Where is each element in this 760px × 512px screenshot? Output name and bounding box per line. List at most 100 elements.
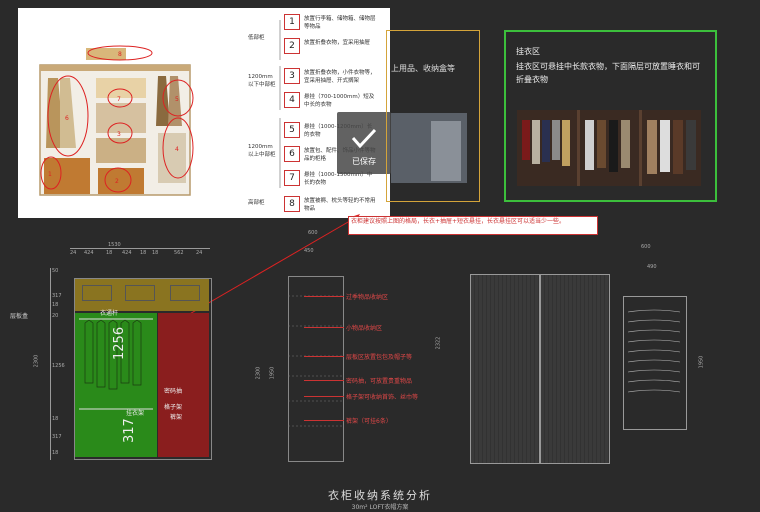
- item-description: 悬挂（700-1000mm）短及中长的衣物: [304, 94, 375, 108]
- label-317: 317: [122, 418, 137, 443]
- item-description: 悬挂（1000-1500mm）中长的衣物: [304, 172, 373, 186]
- storage-photo: [391, 113, 467, 183]
- side-annotation: 裤架（可挂6条）: [346, 418, 392, 425]
- door-right: [540, 274, 610, 464]
- item-description: 放置行李箱、储物箱、储物层等物品: [304, 16, 376, 30]
- front-elevation: 1530 24 424 18 424 18 18 562 24 衣通杆 1256…: [30, 238, 240, 474]
- height-dim: 50: [52, 268, 59, 274]
- width-dim: 18: [152, 250, 159, 256]
- marker-5: 5: [175, 96, 179, 103]
- marker-2: 2: [115, 178, 119, 185]
- label-drawer: 密码抽: [164, 388, 183, 395]
- wardrobe-reference-illustration: 8 6 7 5 3 4 1 2: [39, 20, 281, 196]
- plan-height: 1950: [698, 355, 705, 369]
- door-left: [470, 274, 540, 464]
- marker-3: 3: [117, 131, 121, 138]
- annotation-leader: [304, 396, 344, 397]
- label-hanger: 挂衣架: [126, 410, 145, 417]
- reference-diagram-panel: 8 6 7 5 3 4 1 2 低部柜 1200mm 以下中部柜 1200mm …: [18, 8, 390, 218]
- width-dim-row: 24 424 18 424 18 18 562 24: [70, 250, 210, 256]
- item-number-badge: 6: [284, 146, 300, 162]
- saved-toast: 已保存: [337, 112, 391, 174]
- design-note: 衣柜建议按照上图的格局，长衣+抽屉+短衣悬挂，长衣悬挂区可以适当少一些。: [348, 216, 598, 235]
- width-dim: 24: [70, 250, 77, 256]
- label-mid-cabinet-below: 1200mm 以下中部柜: [248, 74, 276, 88]
- side-annotation: 过季物品收纳区: [346, 294, 389, 301]
- width-dim: 18: [140, 250, 147, 256]
- page-title: 衣柜收纳系统分析: [328, 489, 432, 502]
- side-inner-height: 1950: [269, 366, 276, 380]
- side-depth: 600: [308, 230, 318, 236]
- item-description: 放置折叠衣物，宜采用抽屉: [304, 40, 371, 46]
- side-annotation: 密码抽，可放置贵重物品: [346, 378, 413, 385]
- label-pants: 裤架: [170, 414, 183, 421]
- item-number-badge: 5: [284, 122, 300, 138]
- hanging-zone: [75, 313, 157, 457]
- marker-8: 8: [118, 51, 122, 58]
- item-number-badge: 4: [284, 92, 300, 108]
- width-dim: 424: [122, 250, 132, 256]
- item-number-badge: 3: [284, 68, 300, 84]
- marker-7: 7: [117, 96, 121, 103]
- storage-panel-text: 上用品、收纳盒等: [391, 64, 455, 73]
- annotation-leader: [304, 296, 344, 297]
- item-number-badge: 2: [284, 38, 300, 54]
- width-total: 1530: [108, 242, 121, 248]
- label-rod: 衣通杆: [100, 310, 119, 317]
- hanging-clothes-icon: [79, 318, 153, 410]
- height-dim: 1256: [52, 363, 65, 369]
- height-dim: 18: [52, 302, 59, 308]
- side-height: 2300: [255, 366, 262, 380]
- annotation-leader: [304, 380, 344, 381]
- plan-inner: 490: [647, 264, 657, 270]
- item-number-badge: 1: [284, 14, 300, 30]
- top-storage-zone: [75, 279, 209, 311]
- item-number-badge: 7: [284, 170, 300, 186]
- side-annotation: 格子架可收纳首饰、丝巾等: [346, 394, 419, 401]
- wardrobe-body: [74, 278, 212, 460]
- annotation-leader: [304, 356, 344, 357]
- hanger-plan-icon: [627, 309, 681, 393]
- height-dim: 317: [52, 434, 62, 440]
- plan-depth: 600: [641, 244, 651, 250]
- item-description: 放置被褥、枕头等轻的不常用物品: [304, 198, 376, 212]
- height-dim: 18: [52, 450, 59, 456]
- width-dim: 24: [196, 250, 203, 256]
- label-mid-cabinet-above: 1200mm 以上中部柜: [248, 144, 276, 158]
- label-high-cabinet: 高部柜: [248, 200, 265, 206]
- saved-label: 已保存: [352, 157, 376, 166]
- label-shelf: 格子架: [164, 404, 183, 411]
- item-description: 放置折叠衣物，小件衣物等，宜采用抽屉、开式搁架: [304, 70, 376, 84]
- width-dim: 424: [84, 250, 94, 256]
- annotation-leader: [304, 327, 344, 328]
- storage-panel: 上用品、收纳盒等: [386, 30, 480, 202]
- marker-6: 6: [65, 115, 69, 122]
- side-annotation: 小物品收纳区: [346, 325, 383, 332]
- label-low-cabinet: 低部柜: [248, 35, 265, 41]
- marker-4: 4: [175, 146, 179, 153]
- right-plan: 600 490 1950: [615, 244, 725, 464]
- closet-photo: [517, 110, 701, 186]
- front-height: 2322: [435, 336, 442, 350]
- page-subtitle: 30m² LOFT衣帽方案: [351, 504, 409, 511]
- side-section: 600 450 2300 1950 过季物品收纳区小物品收纳区层板区放置包包及帽…: [250, 230, 430, 470]
- hanging-area-panel: 挂衣区 挂衣区可悬挂中长款衣物，下面隔层可放置睡衣和可折叠衣物: [504, 30, 717, 202]
- height-dim: 317: [52, 293, 62, 299]
- total-height: 2300: [33, 354, 40, 368]
- marker-1: 1: [48, 171, 52, 178]
- checkmark-icon: [351, 128, 377, 149]
- width-dim: 562: [174, 250, 184, 256]
- height-dim: 18: [52, 416, 59, 422]
- hanging-area-title: 挂衣区: [516, 47, 540, 56]
- annotation-leader: [304, 420, 344, 421]
- height-dim: 20: [52, 313, 59, 319]
- left-tag: 层板盒: [10, 313, 29, 320]
- front-doors-view: 2322: [430, 240, 610, 470]
- side-inner-depth: 450: [304, 248, 314, 254]
- accessory-zone: [158, 313, 209, 457]
- side-shelf-lines: [288, 295, 342, 427]
- hanging-area-text: 挂衣区可悬挂中长款衣物，下面隔层可放置睡衣和可折叠衣物: [516, 62, 700, 84]
- width-dim: 18: [106, 250, 113, 256]
- label-1256: 1256: [112, 326, 127, 360]
- item-number-badge: 8: [284, 196, 300, 212]
